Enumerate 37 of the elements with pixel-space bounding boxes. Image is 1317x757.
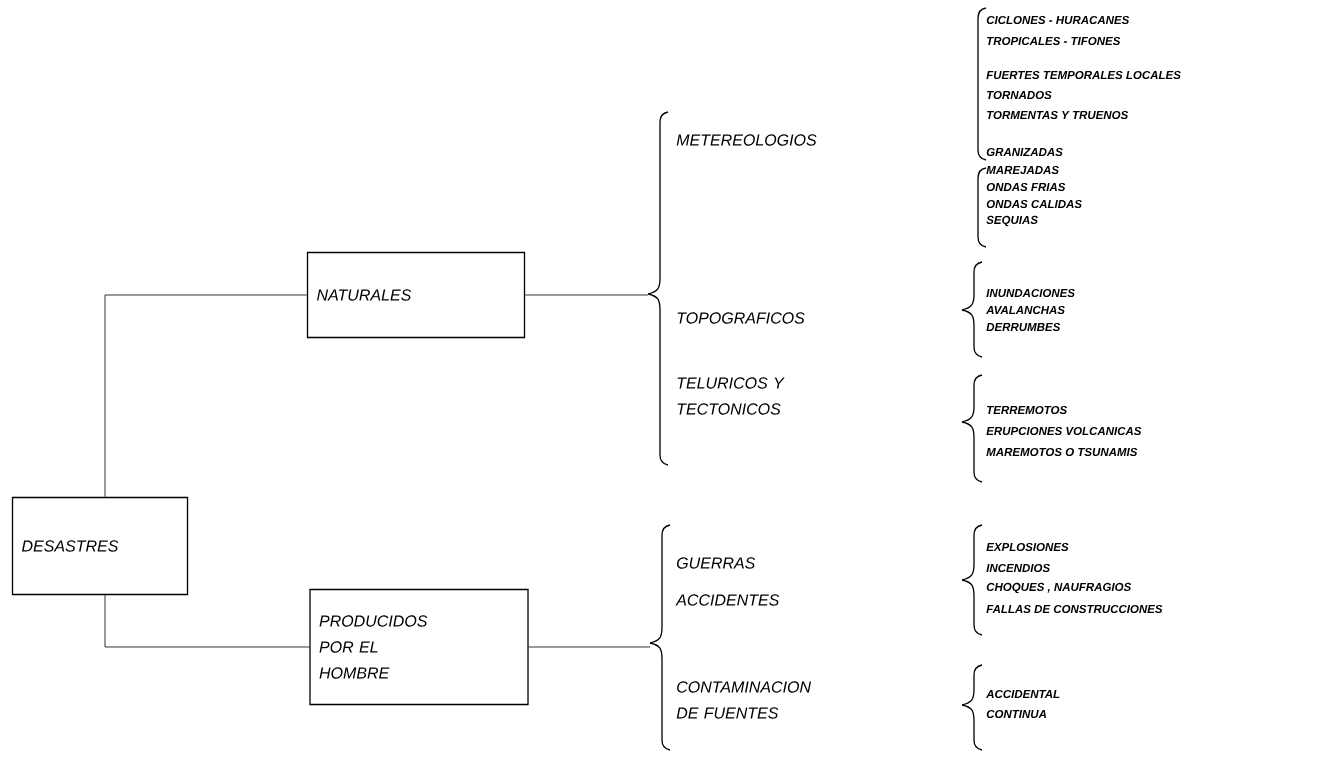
item-text: CHOQUES , NAUFRAGIOS — [986, 582, 1132, 594]
connector-line — [104, 294, 308, 498]
item-text: INUNDACIONES — [986, 288, 1075, 298]
category-text: TOPOGRAFICOS — [677, 312, 805, 324]
connector-line — [524, 294, 649, 296]
item-text: FUERTES TEMPORALES LOCALES — [986, 70, 1181, 80]
item-text: INCENDIOS — [986, 563, 1050, 573]
category-text: GUERRAS — [677, 557, 756, 569]
item-text: ONDAS FRIAS — [986, 182, 1066, 192]
item-text: TERREMOTOS — [987, 405, 1067, 415]
category-box: DESASTRES — [11, 496, 189, 596]
item-text: AVALANCHAS — [985, 305, 1065, 315]
connector-line — [104, 594, 310, 648]
category-text: CONTAMINACION DE FUENTES — [676, 681, 812, 719]
item-text: GRANIZADAS — [986, 147, 1063, 157]
item-text: ACCIDENTAL — [985, 689, 1060, 699]
item-text: TORMENTAS Y TRUENOS — [987, 110, 1129, 120]
category-box: NATURALES — [306, 251, 526, 339]
category-text: METEREOLOGIOS — [676, 134, 817, 146]
category-text: ACCIDENTES — [675, 594, 780, 606]
item-text: EXPLOSIONES — [986, 542, 1069, 552]
item-text: DERRUMBES — [986, 322, 1061, 332]
item-text: TORNADOS — [987, 90, 1052, 100]
item-text: MAREJADAS — [986, 165, 1059, 175]
category-box: PRODUCIDOS POR EL HOMBRE — [309, 588, 529, 706]
category-text: TELURICOS Y TECTONICOS — [677, 377, 785, 415]
item-text: FALLAS DE CONSTRUCCIONES — [986, 604, 1163, 614]
item-text: SEQUIAS — [986, 215, 1038, 227]
item-text: ERUPCIONES VOLCANICAS — [986, 426, 1142, 436]
item-text: ONDAS CALIDAS — [986, 199, 1082, 209]
item-text: TROPICALES - TIFONES — [987, 36, 1121, 46]
brace — [647, 111, 669, 466]
connector-line — [528, 646, 651, 648]
item-text: CONTINUA — [986, 709, 1047, 719]
item-text: MAREMOTOS O TSUNAMIS — [986, 447, 1138, 457]
item-text: CICLONES - HURACANES — [986, 15, 1130, 25]
brace — [649, 524, 671, 751]
